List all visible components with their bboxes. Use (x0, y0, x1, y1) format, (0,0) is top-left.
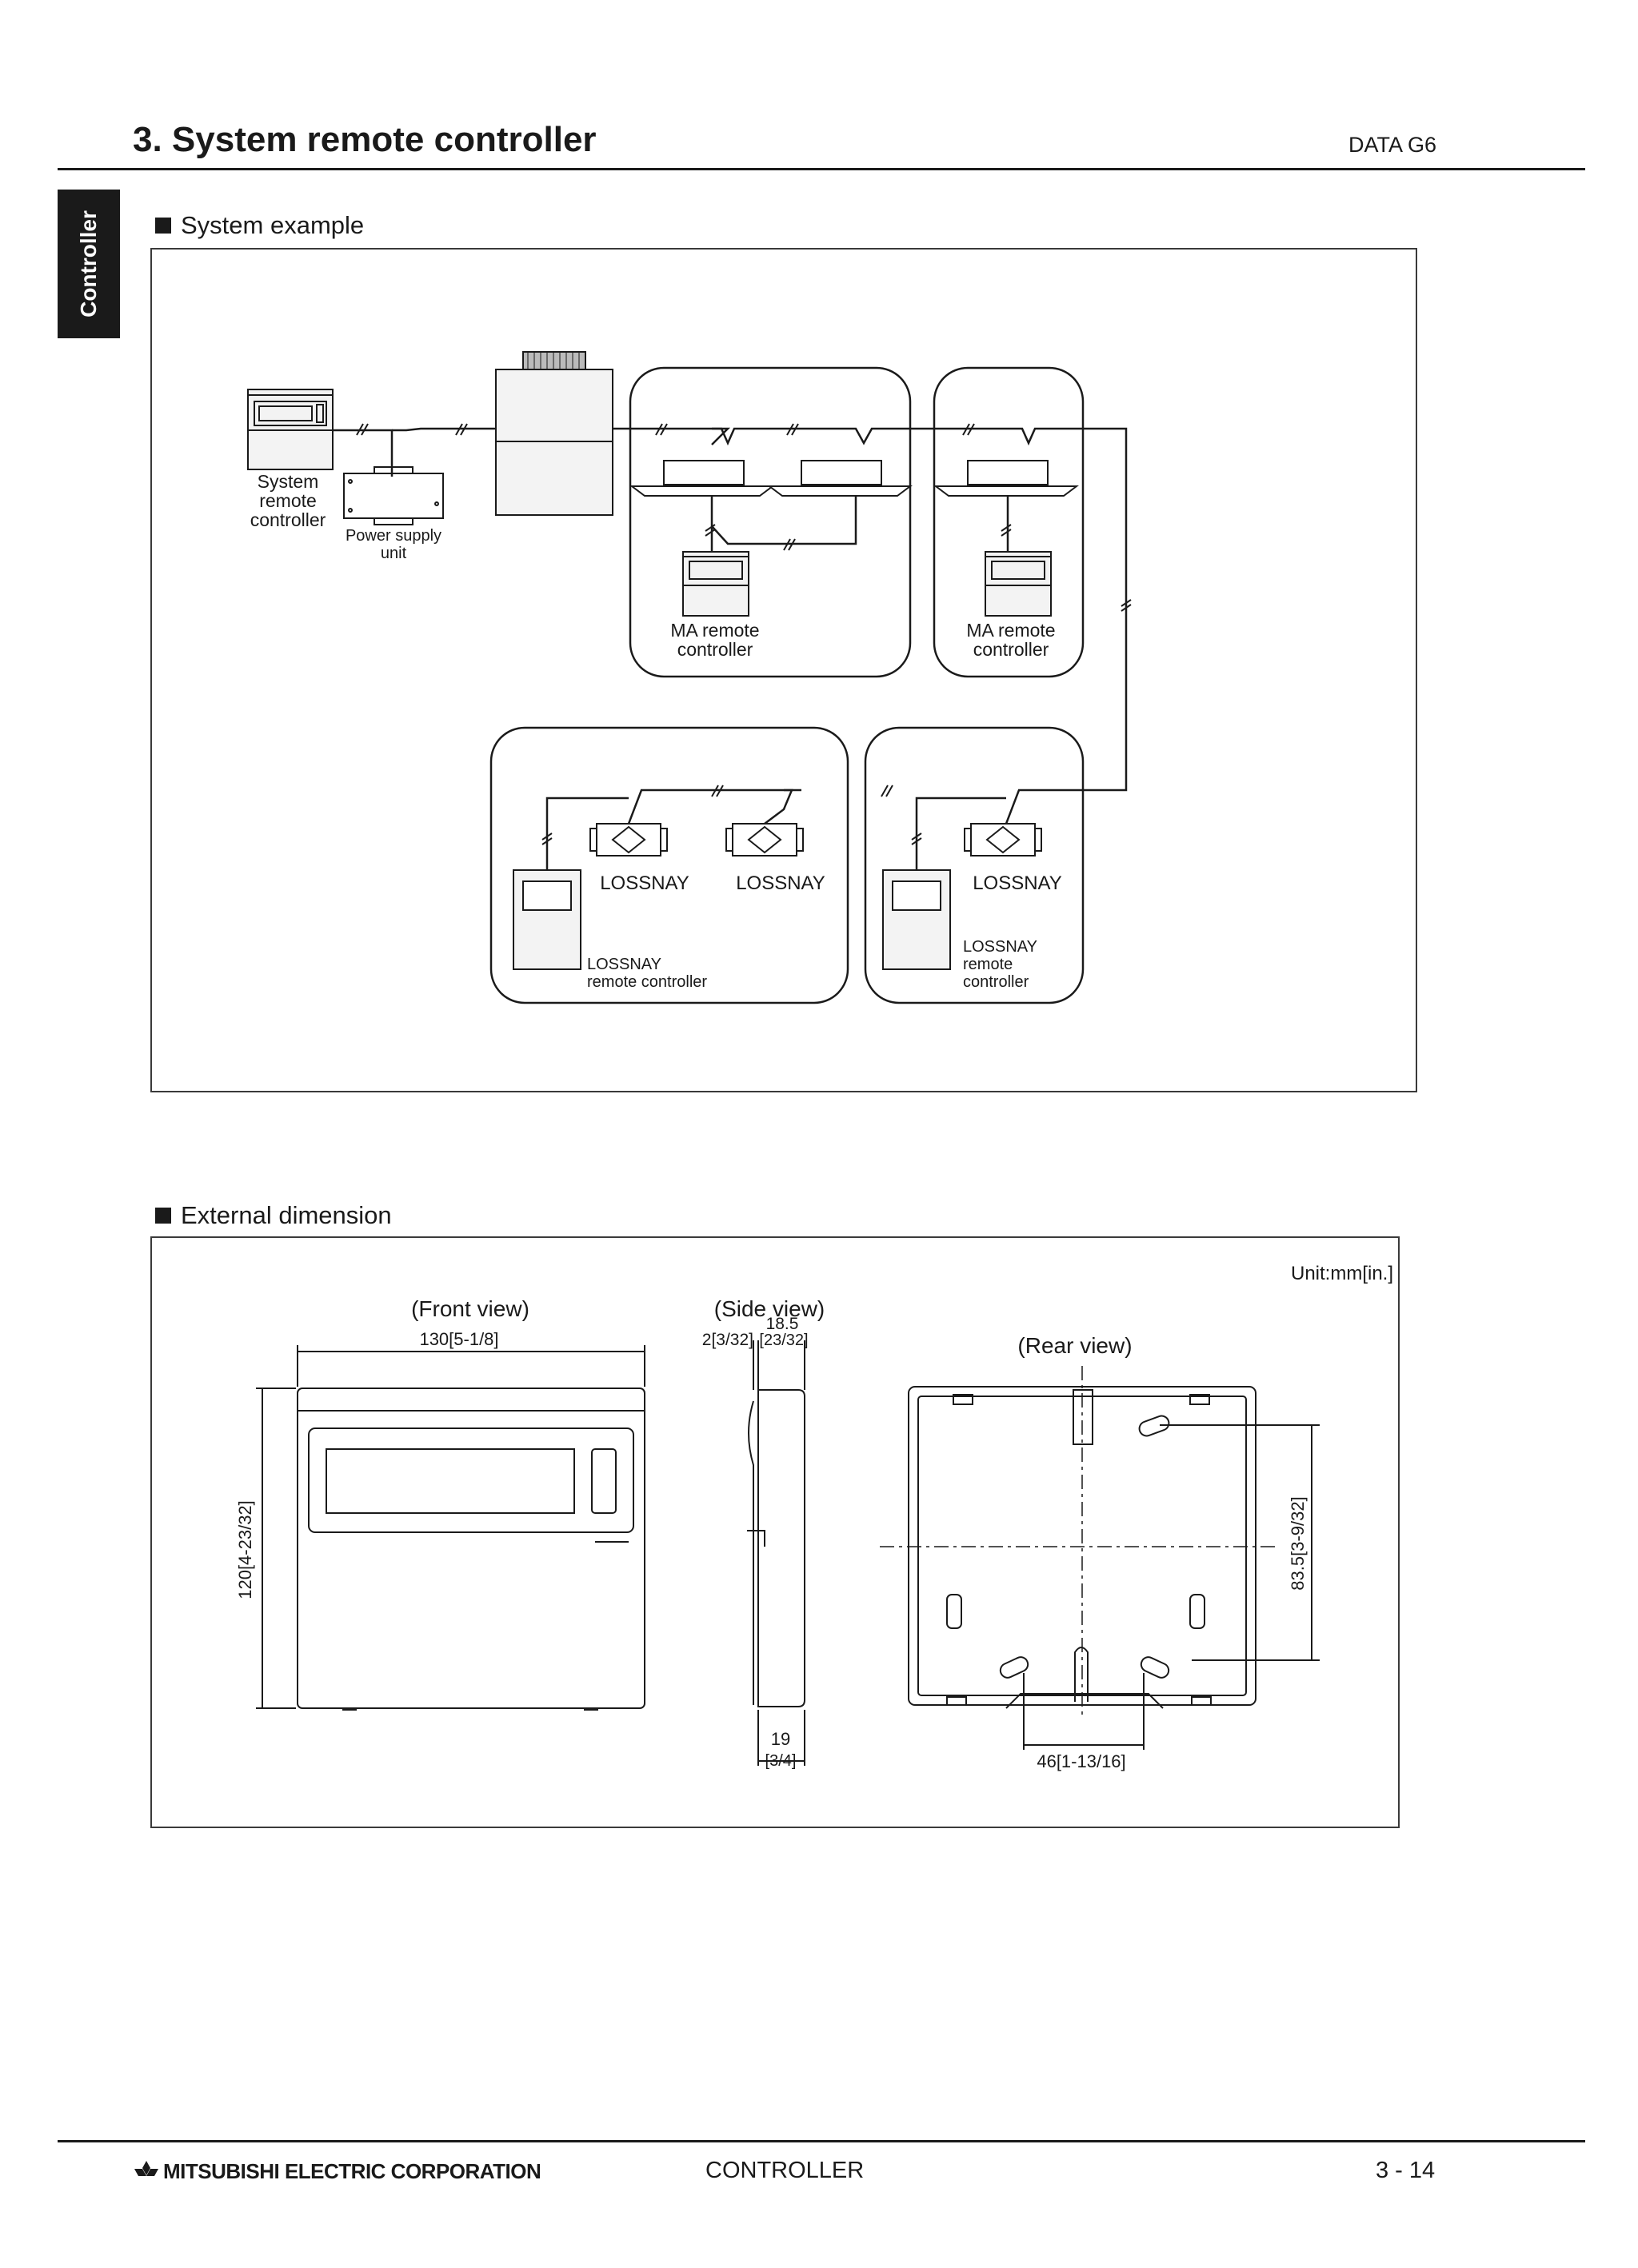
label-system-remote-controller-3: controller (250, 509, 326, 530)
external-dimension-drawing: Unit:mm[in.] (Front view) 130[5-1/8] 120… (235, 1263, 1393, 1771)
power-supply-unit-device (343, 466, 444, 525)
side-2-dim: 2[3/32] (702, 1331, 753, 1349)
page-number: 3 - 14 (1376, 2158, 1436, 2183)
front-width-dim: 130[5-1/8] (419, 1329, 498, 1349)
side-18-5-dim: 18.5 (766, 1315, 799, 1333)
indoor-unit-1 (629, 460, 775, 497)
label-lossnay-remote-2b: remote (963, 956, 1013, 973)
group-box-2 (933, 366, 1085, 678)
system-remote-controller-device (247, 389, 334, 470)
label-lossnay-remote-2c: controller (963, 973, 1029, 991)
lossnay-unit-1 (589, 823, 668, 856)
label-lossnay-1: LOSSNAY (600, 872, 689, 894)
footer-section: CONTROLLER (705, 2158, 865, 2183)
external-dimension-heading: External dimension (155, 1201, 392, 1230)
side-19-dim: 19 (771, 1729, 790, 1749)
external-dimension-panel: Unit:mm[in.] (Front view) 130[5-1/8] 120… (150, 1236, 1400, 1828)
system-example-heading-text: System example (181, 211, 365, 239)
indoor-unit-2 (767, 460, 913, 497)
side-view-device (747, 1340, 805, 1766)
front-height-dim: 120[4-23/32] (235, 1500, 255, 1599)
label-lossnay-2: LOSSNAY (736, 872, 825, 894)
system-example-panel: System remote controller Power supply un… (150, 248, 1417, 1092)
label-lossnay-remote-1a: LOSSNAY (587, 956, 661, 973)
label-system-remote-controller-2: remote (259, 490, 317, 511)
group-box-3 (489, 726, 849, 1004)
system-example-heading: System example (155, 211, 364, 240)
square-bullet-icon (155, 218, 171, 234)
external-dimension-heading-text: External dimension (181, 1201, 392, 1229)
group-box-4 (864, 726, 1085, 1004)
outdoor-unit-device (495, 351, 613, 516)
ma-remote-controller-2 (985, 551, 1052, 617)
rear-height-dim: 83.5[3-9/32] (1288, 1496, 1308, 1590)
header-rule (58, 168, 1585, 170)
rear-center-lines (880, 1366, 1280, 1718)
label-lossnay-remote-1b: remote controller (587, 973, 707, 991)
label-power-supply-1: Power supply (346, 527, 441, 545)
lossnay-remote-controller-2 (882, 869, 951, 970)
rear-view-device (908, 1386, 1320, 1750)
side-view-title: (Side view) (714, 1296, 825, 1321)
system-example-diagram: System remote controller Power supply un… (247, 351, 1132, 1004)
label-power-supply-2: unit (381, 545, 407, 562)
footer-rule (58, 2140, 1585, 2142)
front-view-device (256, 1345, 645, 1711)
square-bullet-icon (155, 1208, 171, 1224)
ma-remote-controller-1 (682, 551, 749, 617)
label-ma-remote-2b: controller (973, 639, 1049, 660)
company-name: MITSUBISHI ELECTRIC CORPORATION (163, 2159, 541, 2183)
side-18-5-in-dim: [23/32] (759, 1332, 808, 1349)
page-title: 3. System remote controller (133, 120, 597, 159)
group-box-1 (629, 366, 912, 678)
label-lossnay-3: LOSSNAY (973, 872, 1062, 894)
data-code: DATA G6 (1348, 133, 1437, 157)
label-system-remote-controller-1: System (258, 471, 319, 492)
label-ma-remote-1b: controller (677, 639, 753, 660)
lossnay-unit-2 (725, 823, 804, 856)
side-tab-label: Controller (76, 210, 101, 317)
front-view-title: (Front view) (411, 1296, 529, 1321)
label-lossnay-remote-2a: LOSSNAY (963, 938, 1037, 956)
label-ma-remote-2a: MA remote (966, 620, 1055, 641)
wire-break-marks (356, 423, 1132, 845)
indoor-unit-3 (933, 460, 1079, 497)
lossnay-unit-3 (964, 823, 1042, 856)
label-ma-remote-1a: MA remote (670, 620, 759, 641)
rear-view-title: (Rear view) (1017, 1333, 1132, 1358)
side-19-in-dim: [3/4] (765, 1752, 797, 1770)
lossnay-remote-controller-1 (513, 869, 581, 970)
mitsubishi-logo-icon (133, 2161, 160, 2189)
side-tab: Controller (58, 190, 120, 338)
unit-label: Unit:mm[in.] (1291, 1263, 1393, 1284)
rear-width-dim: 46[1-13/16] (1037, 1751, 1125, 1771)
